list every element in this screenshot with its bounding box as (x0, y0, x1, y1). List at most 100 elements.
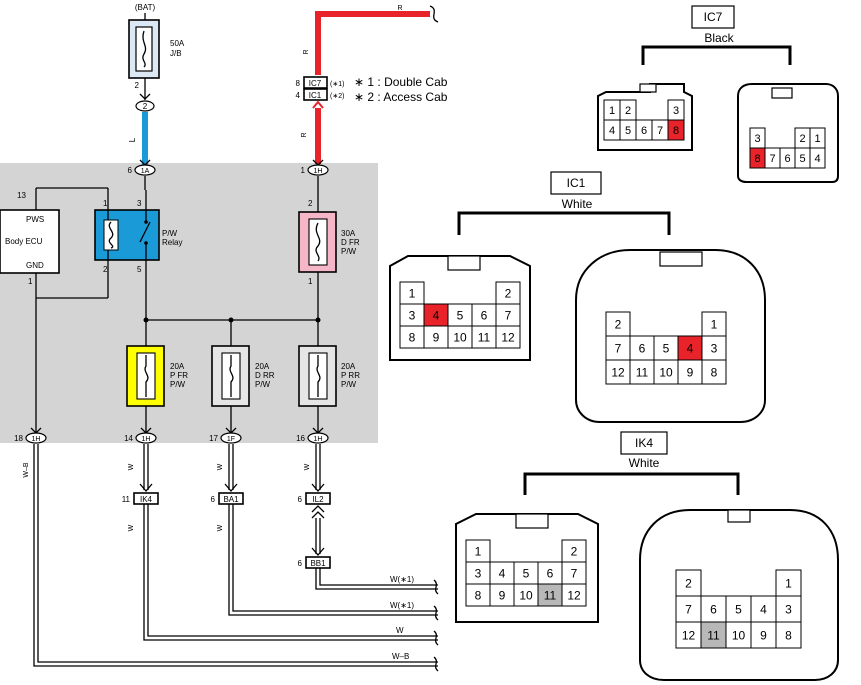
pin-label: 2 (571, 544, 578, 558)
ecu-pin-1: 1 (28, 277, 33, 286)
fuse-50a-rating: 50A (170, 39, 185, 48)
wire-red (315, 11, 430, 75)
pin-label: 4 (609, 125, 615, 137)
conn-ic1-pin: 4 (296, 91, 301, 100)
pin-label: 2 (685, 576, 692, 590)
pin-cell (605, 359, 631, 385)
conn-17-label: 1F (227, 436, 235, 443)
pin-label: 1 (814, 133, 820, 145)
pin-label: 5 (799, 153, 805, 165)
fuse-50a-pin: 2 (135, 81, 140, 90)
pin-cell (667, 119, 685, 141)
pin-label: 7 (615, 341, 622, 355)
wire-left-label: W–B (23, 462, 30, 478)
pin-cell (775, 621, 802, 649)
pin-label: 9 (687, 365, 694, 379)
ecu-pws: PWS (26, 215, 44, 224)
pin-cell (675, 569, 702, 597)
pin-label: 5 (523, 566, 530, 580)
ecu-pin-13: 13 (17, 191, 26, 200)
ik4-title-box (620, 431, 668, 455)
pin-label: 9 (433, 330, 440, 344)
pin-label: 10 (519, 588, 533, 602)
fuse-drr-rating: 20A (255, 362, 270, 371)
pin-cell (725, 621, 752, 649)
pin-cell (750, 621, 777, 649)
conn-18-pin: 18 (14, 434, 23, 443)
pin-cell (677, 359, 703, 385)
bat-label: (BAT) (135, 3, 156, 12)
pin-label: 12 (567, 588, 581, 602)
pin-label: 7 (571, 566, 578, 580)
fuse-prr-line1: P RR (341, 371, 360, 380)
pin-label: 12 (611, 365, 625, 379)
ic7-title: IC7 (704, 10, 723, 24)
conn-bb1-label: BB1 (310, 559, 326, 568)
relay-name-1: P/W (162, 229, 178, 238)
conn-1a-top (134, 164, 156, 176)
pin-label: 11 (478, 330, 491, 344)
wire-w2-label: W (128, 524, 135, 531)
conn-14-pin: 14 (124, 434, 133, 443)
relay-pin-2: 2 (103, 265, 108, 274)
pin-label: 3 (785, 602, 792, 616)
pin-label: 9 (760, 628, 767, 642)
conn-ik4-label: IK4 (140, 495, 153, 504)
conn-16-1h (307, 432, 329, 444)
wire-w3-label: W (217, 463, 224, 470)
pin-label: 2 (625, 105, 631, 117)
pin-label: 7 (657, 125, 663, 137)
conn-ic1-note: (∗2) (330, 93, 344, 100)
relay-pin-3: 3 (137, 199, 142, 208)
fuse-drr-line1: D RR (255, 371, 275, 380)
wire-right-1: W(∗1) (390, 575, 414, 584)
ecu-gnd: GND (26, 261, 44, 270)
wire-red-lower-label: R (301, 132, 308, 137)
conn-ik4-box (133, 492, 159, 505)
pin-label: 4 (433, 308, 440, 322)
pin-label: 7 (685, 602, 692, 616)
pin-label: 10 (732, 628, 746, 642)
pin-cell (775, 595, 802, 623)
wire-red-vert-label: R (303, 49, 310, 54)
wire-w5-label: W (304, 463, 311, 470)
wire-red-top-label: R (397, 5, 402, 12)
pin-cell (701, 359, 727, 385)
conn-16-pin: 16 (296, 434, 305, 443)
conn-ic7-pin: 8 (296, 79, 301, 88)
conn-ic7-note: (∗1) (330, 81, 344, 88)
pin-label: 2 (505, 286, 512, 300)
pin-label: 3 (754, 133, 760, 145)
ic1-color: White (562, 197, 593, 211)
pin-label: 5 (735, 602, 742, 616)
conn-ic1-box (303, 88, 328, 101)
ic1-title-box (550, 171, 602, 195)
fuse-dfr-rating: 30A (341, 229, 356, 238)
conn-ik4-pin: 11 (122, 495, 131, 504)
fuse-dfr-pin-1: 1 (308, 277, 313, 286)
fuse-prr-line2: P/W (341, 380, 357, 389)
pin-label: 8 (409, 330, 416, 344)
wire-right-2: W(∗1) (390, 601, 414, 610)
conn-bb1-pin: 6 (298, 559, 303, 568)
pin-label: 6 (481, 308, 488, 322)
pin-label: 2 (799, 133, 805, 145)
pin-label: 1 (609, 105, 615, 117)
pin-label: 12 (501, 330, 515, 344)
pin-cell (629, 359, 655, 385)
pin-label: 5 (625, 125, 631, 137)
pin-label: 1 (409, 286, 416, 300)
pin-label: 1 (475, 544, 482, 558)
pin-cell (561, 583, 587, 607)
wire-w4-label: W (217, 524, 224, 531)
pin-label: 11 (636, 365, 649, 379)
pin-cell (653, 359, 679, 385)
fuse-pfr-line2: P/W (170, 380, 186, 389)
pin-cell (605, 311, 631, 337)
ic1-title: IC1 (567, 176, 586, 190)
conn-1h-label: 1H (314, 168, 323, 175)
pin-label: 6 (641, 125, 647, 137)
pin-label: 9 (499, 588, 506, 602)
